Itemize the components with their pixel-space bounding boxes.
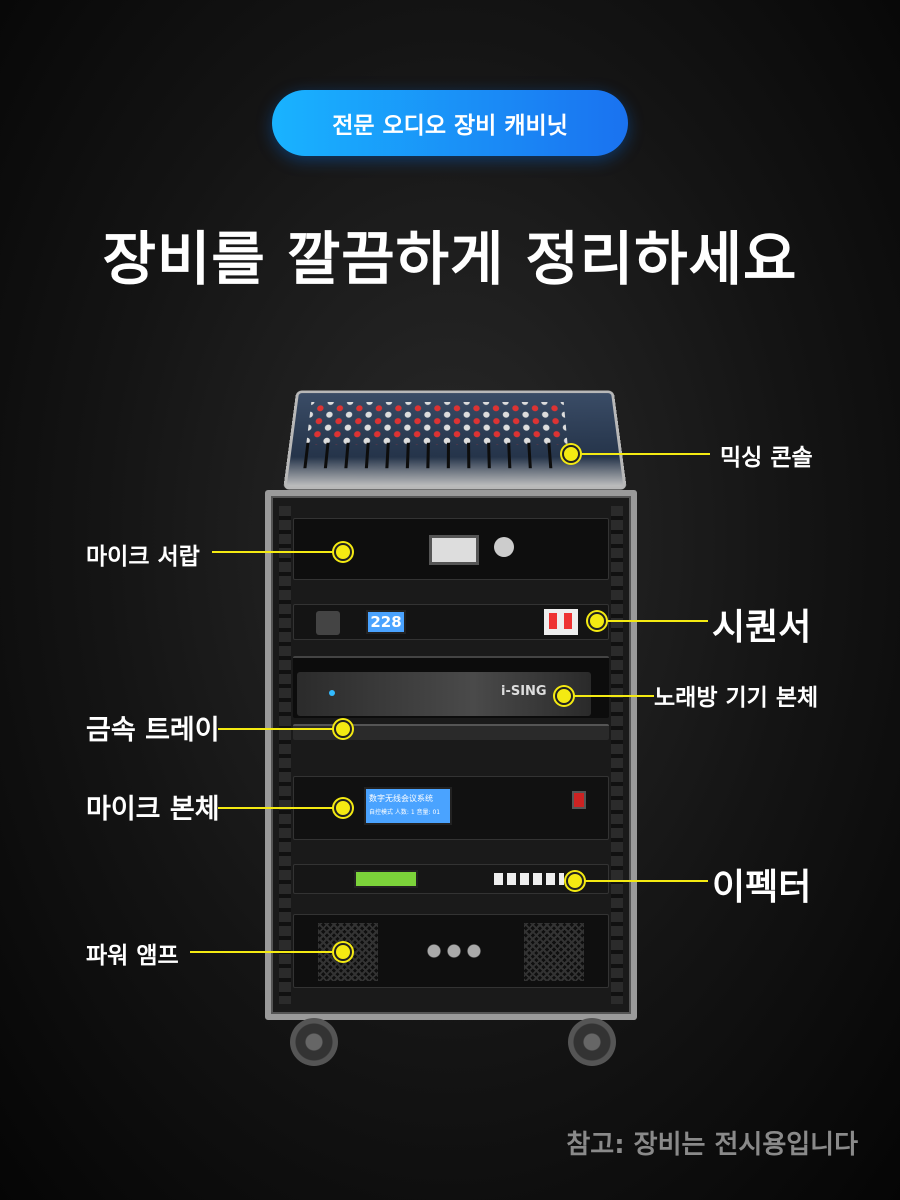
drawer-handle — [429, 535, 479, 565]
callout-dot-sequencer — [588, 612, 606, 630]
callout-line-sequencer — [598, 620, 708, 622]
karaoke-shelf: i-SING — [293, 656, 609, 718]
callout-label-mixer: 믹싱 콘솔 — [720, 445, 813, 471]
caster-wheel-left — [290, 1018, 338, 1066]
callout-dot-tray — [334, 720, 352, 738]
mic-host-status: 自控模式 人数: 1 音量: 01 — [369, 809, 441, 816]
callout-dot-karaoke — [555, 687, 573, 705]
amp-vent-right — [524, 923, 584, 981]
callout-label-tray: 금속 트레이 — [86, 715, 220, 746]
mixer-faders — [303, 442, 570, 469]
lock-icon — [494, 537, 514, 557]
sequencer-unit: 228 — [293, 604, 609, 640]
callout-line-mic-host — [218, 807, 342, 809]
caster-wheel-right — [568, 1018, 616, 1066]
effector-display — [354, 870, 418, 888]
page-headline: 장비를 깔끔하게 정리하세요 — [102, 225, 798, 293]
callout-dot-mixer — [562, 445, 580, 463]
callout-dot-mic-drawer — [334, 543, 352, 561]
callout-dot-amp — [334, 943, 352, 961]
karaoke-machine: i-SING — [297, 672, 591, 716]
rack-rail-right — [611, 506, 623, 1004]
callout-dot-effector — [566, 872, 584, 890]
callout-line-mic-drawer — [212, 551, 342, 553]
amp-knobs — [424, 943, 484, 959]
mixing-console-image — [283, 390, 627, 490]
callout-line-tray — [218, 728, 342, 730]
mic-host-title: 数字无线会议系统 — [369, 794, 433, 803]
power-socket-icon — [316, 611, 340, 635]
rack-cabinet-image: 228 i-SING 数字无线会议系统 自控模式 人数: 1 音量: 01 — [265, 490, 637, 1020]
callout-label-effector: 이펙터 — [712, 867, 812, 908]
mixer-knobs — [306, 401, 568, 445]
callout-dot-mic-host — [334, 799, 352, 817]
callout-line-effector — [578, 880, 708, 882]
effector-buttons — [494, 873, 564, 885]
category-badge: 전문 오디오 장비 캐비닛 — [272, 90, 628, 156]
callout-label-mic-host: 마이크 본체 — [86, 794, 220, 825]
callout-label-sequencer: 시퀀서 — [712, 607, 812, 648]
sequencer-display: 228 — [366, 610, 406, 634]
rack-rail-left — [279, 506, 291, 1004]
callout-line-amp — [190, 951, 342, 953]
effector-unit — [293, 864, 609, 894]
display-note: 참고: 장비는 전시용입니다 — [566, 1130, 858, 1160]
karaoke-brand: i-SING — [501, 684, 547, 699]
metal-tray — [293, 724, 609, 740]
callout-label-amp: 파워 앰프 — [86, 943, 179, 969]
callout-label-karaoke: 노래방 기기 본체 — [654, 685, 819, 711]
mic-host-display: 数字无线会议系统 自控模式 人数: 1 音量: 01 — [364, 787, 452, 825]
callout-line-karaoke — [570, 695, 654, 697]
breaker-switch — [544, 609, 578, 635]
callout-line-mixer — [570, 453, 710, 455]
power-switch — [572, 791, 586, 809]
callout-label-mic-drawer: 마이크 서랍 — [86, 544, 200, 570]
